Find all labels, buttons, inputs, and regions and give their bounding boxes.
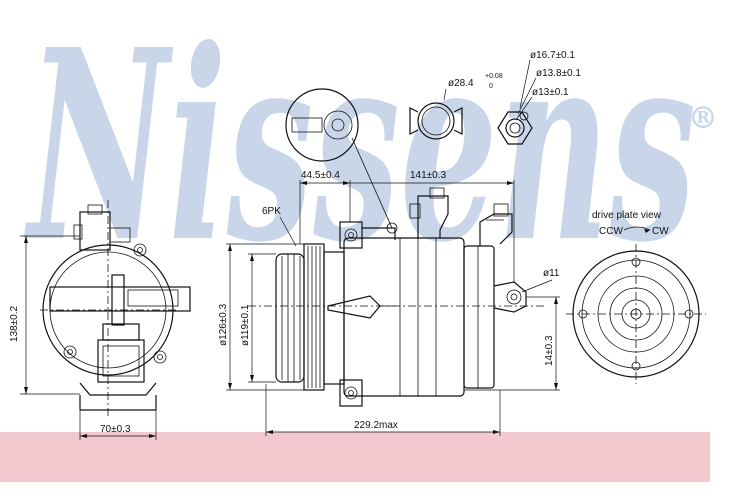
svg-text:229.2max: 229.2max (354, 420, 398, 431)
brand-watermark: Nissens (23, 0, 696, 300)
svg-text:CCW: CCW (599, 226, 623, 237)
svg-text:ø126±0.3: ø126±0.3 (218, 303, 229, 346)
detail-view-bubble (285, 88, 393, 229)
svg-text:+0.08: +0.08 (485, 73, 503, 80)
svg-text:70±0.3: 70±0.3 (100, 424, 131, 435)
compressor-side-view (248, 187, 545, 407)
svg-text:6PK: 6PK (262, 206, 281, 217)
svg-text:141±0.3: 141±0.3 (410, 170, 447, 181)
svg-text:ø11: ø11 (543, 268, 560, 279)
svg-text:ø119±0.1: ø119±0.1 (240, 304, 251, 346)
svg-text:138±0.2: 138±0.2 (9, 305, 20, 342)
fitting-detail-16 (497, 111, 533, 145)
svg-text:ø13.8±0.1: ø13.8±0.1 (536, 68, 581, 79)
svg-text:14±0.3: 14±0.3 (544, 335, 555, 366)
dimension-13: ø13±0.1 (515, 87, 569, 121)
svg-text:CW: CW (652, 226, 669, 237)
rotation-arrow-icon (623, 226, 651, 231)
registered-mark: ® (688, 101, 718, 136)
dimension-13-8: ø13.8±0.1 (517, 68, 581, 115)
dimension-44-5: 44.5±0.4 (299, 170, 351, 244)
dimension-229-2: 229.2max (265, 384, 501, 436)
svg-text:drive plate view: drive plate view (592, 210, 662, 221)
dimension-119: ø119±0.1 (240, 253, 276, 383)
dimension-11: ø11 (521, 268, 560, 293)
dimension-14: 14±0.3 (464, 296, 560, 391)
compressor-end-view (40, 200, 191, 418)
dimension-141: 141±0.3 (350, 170, 515, 282)
fitting-detail-28 (409, 102, 463, 140)
svg-text:ø28.4: ø28.4 (448, 78, 474, 89)
dimension-126: ø126±0.3 (218, 243, 304, 391)
svg-text:ø13±0.1: ø13±0.1 (532, 87, 569, 98)
svg-text:0: 0 (489, 83, 493, 90)
svg-text:44.5±0.4: 44.5±0.4 (301, 170, 340, 181)
svg-text:ø16.7±0.1: ø16.7±0.1 (530, 50, 575, 61)
belt-type-label: 6PK (262, 206, 297, 247)
dimension-138: 138±0.2 (9, 235, 80, 395)
dimension-70: 70±0.3 (79, 410, 157, 440)
drive-plate-view: drive plate view CCW CW (566, 210, 706, 384)
bottom-color-band (0, 432, 710, 482)
dimension-28-4: ø28.4 +0.08 0 (443, 73, 503, 101)
dimension-16-7: ø16.7±0.1 (519, 50, 575, 109)
